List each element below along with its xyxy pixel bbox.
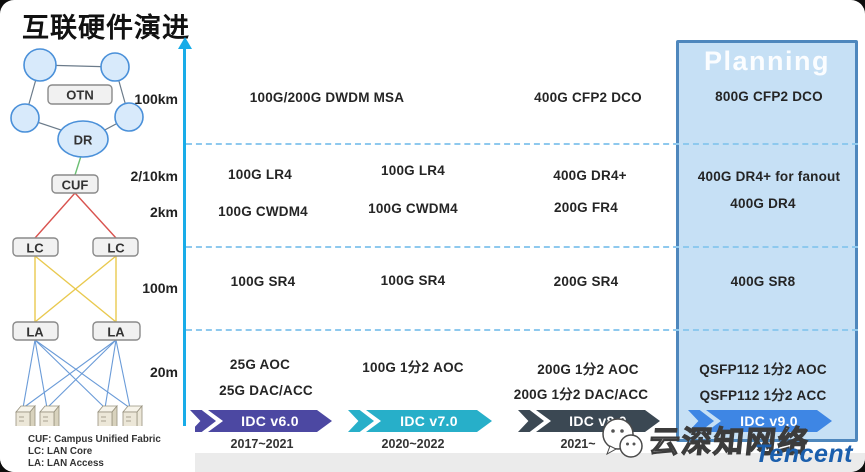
dr-node-label: DR [74, 133, 93, 148]
cell-20m-v6-dac: 25G DAC/ACC [219, 383, 313, 398]
cuf-node-label: CUF [62, 178, 89, 193]
cell-2-10km-v7: 100G LR4 [381, 163, 445, 178]
idc-v7-dates: 2020~2022 [381, 437, 445, 451]
legend: CUF: Campus Unified Fabric LC: LAN Core … [28, 434, 161, 470]
axis-label-100m: 100m [142, 280, 178, 296]
cell-20m-v9-acc: QSFP112 1分2 ACC [699, 388, 827, 403]
la2-node [92, 321, 141, 341]
page-title: 互联硬件演进 [22, 13, 190, 43]
lc2-node-label: LC [107, 241, 125, 256]
cell-2km-v8: 200G FR4 [554, 200, 618, 215]
bottom-bar [0, 453, 865, 472]
distance-axis [183, 47, 186, 451]
cell-100km-v6v7: 100G/200G DWDM MSA [249, 90, 405, 105]
cell-2km-v9: 400G DR4 [730, 196, 796, 211]
idc-v7-chevron-icon [348, 410, 374, 432]
row-separator [186, 143, 858, 145]
planning-column [676, 40, 858, 442]
axis-label-100km: 100km [134, 91, 178, 107]
watermark: 云深知网络 [598, 416, 812, 462]
legend-lc: LC: LAN Core [28, 446, 93, 457]
axis-arrow-icon [178, 37, 192, 49]
idc-v7-arrow: IDC v7.0 [348, 410, 492, 432]
tencent-logo: Tencent [754, 440, 853, 468]
cell-2-10km-v8: 400G DR4+ [553, 168, 627, 183]
idc-v8-dates: 2021~ [560, 437, 596, 451]
lc1-node-label: LC [26, 241, 44, 256]
cell-100km-v9: 800G CFP2 DCO [715, 89, 823, 104]
idc-v7-label: IDC v7.0 [400, 413, 458, 429]
row-separator [186, 246, 858, 248]
cell-20m-v7-aoc: 100G 1分2 AOC [362, 360, 464, 375]
idc-v6-label: IDC v6.0 [241, 413, 299, 429]
cell-100km-v8: 400G CFP2 DCO [534, 90, 642, 105]
legend-cuf: CUF: Campus Unified Fabric [28, 434, 161, 445]
la1-node-label: LA [26, 325, 44, 340]
dr-cuf-link [74, 155, 82, 176]
cell-20m-v6-aoc: 25G AOC [229, 357, 291, 372]
cell-20m-v9-aoc: QSFP112 1分2 AOC [699, 362, 827, 377]
lc1-node [12, 237, 59, 257]
la-server-links [22, 339, 131, 409]
idc-v6-arrow: IDC v6.0 [190, 410, 332, 432]
axis-label-2km: 2km [149, 204, 178, 220]
cell-100m-v8: 200G SR4 [553, 274, 619, 289]
idc-v6-dates: 2017~2021 [230, 437, 294, 451]
cell-20m-v8-aoc: 200G 1分2 AOC [537, 362, 639, 377]
axis-label-20m: 20m [149, 364, 178, 380]
ring-nodes [10, 48, 144, 158]
cell-2-10km-v9: 400G DR4+ for fanout [697, 169, 841, 184]
idc-v9-arrow: IDC v9.0 [688, 410, 832, 432]
axis-label-2-10km: 2/10km [130, 168, 178, 184]
cell-100m-v7: 100G SR4 [380, 273, 446, 288]
cell-20m-v8-dac: 200G 1分2 DAC/ACC [513, 387, 649, 402]
cell-100m-v6: 100G SR4 [230, 274, 296, 289]
cell-100m-v9: 400G SR8 [730, 274, 796, 289]
lc2-node [92, 237, 139, 257]
otn-node [47, 84, 113, 105]
cell-2km-v7: 100G CWDM4 [368, 201, 458, 216]
otn-node-label: OTN [66, 88, 93, 103]
la1-node [12, 321, 59, 341]
dr-node [57, 120, 109, 158]
legend-la: LA: LAN Access [28, 458, 104, 469]
cuf-node [51, 174, 99, 194]
row-separator [186, 329, 858, 331]
wechat-icon [602, 418, 643, 458]
idc-v9-label: IDC v9.0 [740, 413, 798, 429]
cell-2-10km-v6: 100G LR4 [228, 167, 292, 182]
planning-label: Planning [704, 46, 830, 76]
cell-2km-v6: 100G CWDM4 [218, 204, 308, 219]
lc-la-links [34, 255, 117, 323]
cuf-lc-links [34, 192, 117, 239]
legend-background [0, 426, 195, 472]
la2-node-label: LA [107, 325, 125, 340]
idc-v8-chevron-icon [518, 410, 544, 432]
